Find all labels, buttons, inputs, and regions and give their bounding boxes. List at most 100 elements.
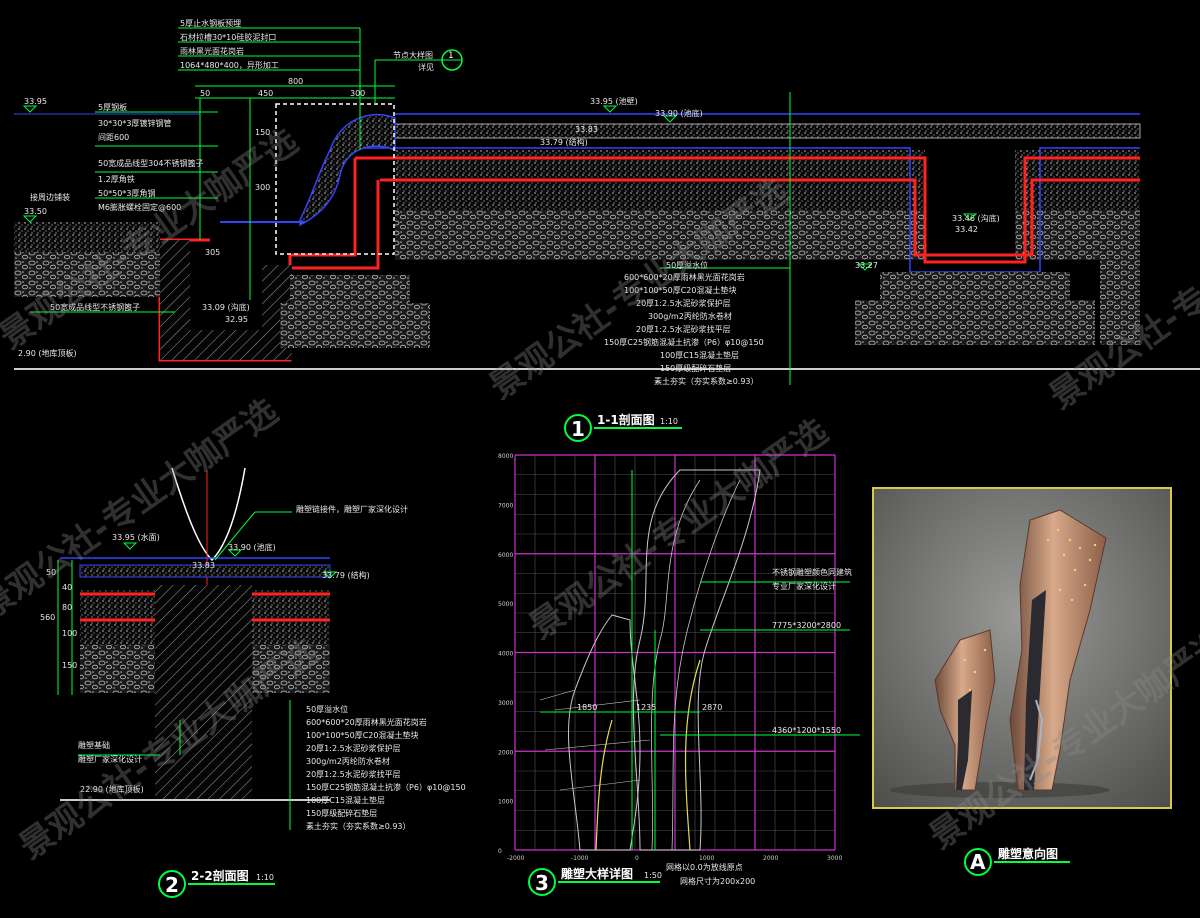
- detail-callout-box: [275, 103, 395, 255]
- section-3-number: 3: [535, 871, 549, 895]
- level-mark-2: [602, 105, 618, 113]
- level-pool-bottom: 33.90 (池底): [655, 108, 703, 118]
- layer-2-3: 100*100*50厚C20混凝土垫块: [306, 730, 418, 740]
- level-2-structure: 33.79 (结构): [322, 570, 370, 580]
- grid-y-tick: 8000: [498, 453, 513, 460]
- grid-y-tick: 7000: [498, 502, 513, 509]
- dim-2-40: 40: [62, 583, 72, 592]
- dim-2-80: 80: [62, 603, 72, 612]
- section-1-text: 5厚止水钢板预埋 石材拉槽30*10硅胶泥封口 雨林黑光面花岗岩 1064*48…: [18, 18, 1000, 442]
- dim-1235: 1235: [636, 703, 656, 712]
- material-note-1: 不锈钢雕塑颜色同建筑: [772, 567, 852, 577]
- note-2-1: 雕塑链接件，雕塑厂家深化设计: [296, 504, 408, 514]
- grid-y-tick: 0: [498, 848, 502, 855]
- grid-note-2: 网格尺寸为200x200: [680, 876, 755, 886]
- level-33-50: 33.50: [24, 207, 47, 216]
- grid-y-tick: 5000: [498, 601, 513, 608]
- top-note-3: 雨林黑光面花岗岩: [180, 46, 244, 56]
- size-small: 4360*1200*1550: [772, 726, 841, 735]
- watermark-5: 景观公社-专业大咖严选: [522, 411, 835, 647]
- level-mark-6: [857, 263, 873, 271]
- dim-450: 450: [258, 89, 273, 98]
- large-sculpture-dark-facet: [1024, 590, 1046, 790]
- section-A-letter-circle: [964, 848, 992, 876]
- small-sculpture-outline: [568, 614, 641, 851]
- grid-x-tick: 1000: [699, 855, 714, 862]
- dim-2-100: 100: [62, 629, 77, 638]
- grid-x-tick: 2000: [763, 855, 778, 862]
- left-note-6: 50*50*3厚角钢: [98, 188, 155, 198]
- level-33-83: 33.83: [575, 125, 598, 134]
- level-pool-wall: 33.95 (池壁): [590, 96, 638, 106]
- dim-1850: 1850: [577, 703, 597, 712]
- sculpture-facet-lines: [539, 689, 651, 791]
- grid-x-tick: -2000: [507, 855, 525, 862]
- large-sculpture-outline: [632, 469, 761, 851]
- dim-305: 305: [205, 248, 220, 257]
- level-channel-bottom: 33.09 (沟底): [202, 302, 250, 312]
- layer-2-2: 600*600*20厚雨林黑光面花岗岩: [306, 717, 427, 727]
- section-1-scale: 1:10: [660, 417, 678, 426]
- small-sculpture-dark-facet: [956, 690, 972, 790]
- material-note-2: 专业厂家深化设计: [772, 581, 836, 591]
- level-structure: 33.79 (结构): [540, 137, 588, 147]
- grid-note-1: 网格以0.0为放线原点: [666, 862, 743, 872]
- dim-2870: 2870: [702, 703, 722, 712]
- section-A-text: A 雕塑意向图: [964, 846, 1070, 876]
- sculpture-wireframe: [539, 469, 860, 851]
- right-base-gravel: [855, 300, 1095, 345]
- granite-slab-band: [394, 123, 1141, 139]
- size-large: 7775*3200*2800: [772, 621, 841, 630]
- gravel-left-2: [80, 645, 155, 693]
- section-3-text: 不锈钢雕塑颜色同建筑 专业厂家深化设计 7775*3200*2800 4360*…: [528, 567, 852, 896]
- layer-9: 150厚级配碎石垫层: [660, 363, 731, 373]
- level-mark-2a: [122, 542, 138, 550]
- dim-300: 300: [350, 89, 365, 98]
- section-1-drawing: [14, 27, 1200, 385]
- large-sculpture-facet-1: [651, 479, 701, 851]
- layer-2-5: 300g/m2丙纶防水卷材: [306, 756, 390, 766]
- rebar-bottom: [380, 178, 1140, 257]
- section-A-rendering: [872, 487, 1172, 809]
- curved-granite-edge: [299, 113, 396, 227]
- layer-2-6: 20厚1:2.5水泥砂浆找平层: [306, 769, 401, 779]
- channel-base: [180, 330, 290, 360]
- left-note-2: 30*30*3厚镀锌钢管: [98, 118, 171, 128]
- large-sculpture-facet-2: [671, 479, 741, 851]
- left-note-1: 5厚钢板: [98, 102, 127, 112]
- section-2-title: 2-2剖面图: [191, 868, 249, 883]
- section-3-scale: 1:50: [644, 871, 662, 880]
- dim-150: 150: [255, 128, 270, 137]
- section-2-text: 雕塑链接件，雕塑厂家深化设计 33.95 (水面) 33.90 (池底) 33.…: [40, 504, 466, 898]
- left-note-5: 1.2厚角铁: [98, 174, 135, 184]
- level-2-33-83: 33.83: [192, 561, 215, 570]
- dim-2-150: 150: [62, 661, 77, 670]
- level-mark-2c: [322, 571, 338, 579]
- layer-2-8: 100厚C15混凝土垫层: [306, 795, 385, 805]
- layer-1: 50厚溢水位: [666, 260, 708, 270]
- detail-callout-ref: 详见: [418, 62, 434, 72]
- section-1-number: 1: [571, 417, 585, 441]
- level-mark-5: [962, 213, 978, 221]
- section-2-number-circle: [158, 870, 186, 898]
- sculpture-outline-section: [171, 467, 246, 562]
- left-note-3: 间距600: [98, 133, 129, 142]
- grid-y-tick: 1000: [498, 799, 513, 806]
- note-2-2: 雕塑基础: [78, 740, 110, 750]
- level-32-95: 32.95: [225, 315, 248, 324]
- section-A-letter: A: [970, 850, 986, 874]
- level-ditch-bottom: 33.46 (沟底): [952, 213, 1000, 223]
- left-note-9: 50宽成品线型不锈钢篦子: [50, 302, 140, 312]
- layer-7: 150厚C25钢筋混凝土抗渗（P6）φ10@150: [604, 337, 764, 347]
- large-sculpture-highlight: [1029, 699, 1044, 781]
- layer-6: 20厚1:2.5水泥砂浆找平层: [636, 324, 731, 334]
- gravel-right-2: [252, 645, 330, 693]
- gravel-layer: [395, 210, 925, 260]
- granite-band-2: [79, 564, 331, 578]
- sculpture-light-dots: [963, 528, 1097, 692]
- level-33-42: 33.42: [955, 225, 978, 234]
- small-sculpture-yellow-edge: [595, 719, 613, 851]
- grid-x-tick: -1000: [571, 855, 589, 862]
- section-2-drawing: [57, 467, 338, 830]
- grid-y-tick: 6000: [498, 552, 513, 559]
